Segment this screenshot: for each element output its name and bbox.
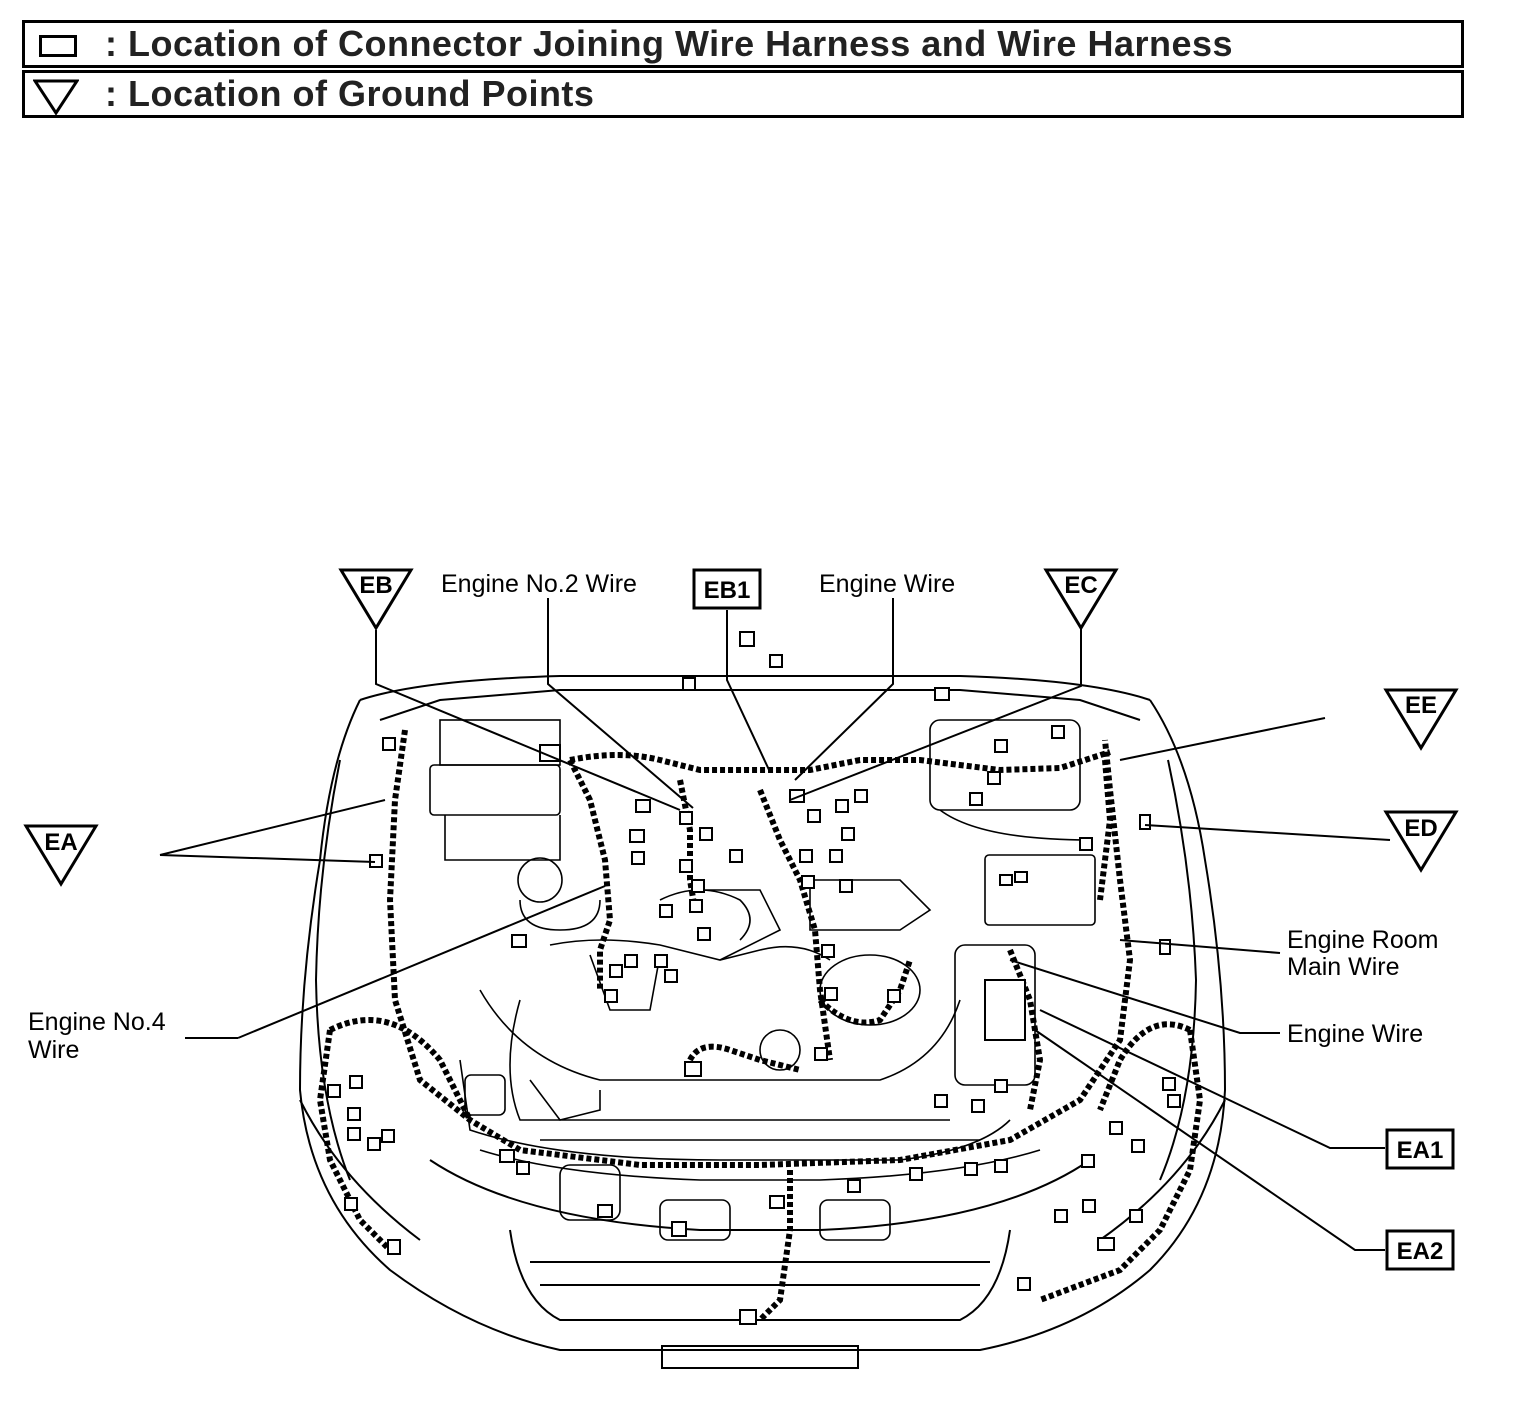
ground-triangle-ea-icon [23, 824, 99, 887]
label-engine-wire-top: Engine Wire [819, 570, 955, 598]
vehicle-body-outline [298, 675, 1227, 1369]
harness-connector-plugs [327, 631, 1181, 1325]
label-engine-no2-wire: Engine No.2 Wire [441, 570, 637, 598]
label-engine-no4-wire-2: Wire [28, 1036, 79, 1064]
legend-connector-text: : Location of Connector Joining Wire Har… [105, 23, 1234, 64]
ground-eb-label: EB [359, 572, 392, 599]
legend-ground-text: : Location of Ground Points [105, 73, 595, 114]
connector-ea2: EA2 [1385, 1229, 1455, 1271]
ground-triangle-icon [25, 73, 105, 116]
label-engine-no4-wire-1: Engine No.4 [28, 1008, 166, 1036]
connector-ea1-box [1385, 1128, 1455, 1170]
engine-components [429, 719, 1096, 1241]
ground-triangle-eb-icon [338, 568, 414, 631]
wire-harness-paths [316, 729, 1204, 1323]
ground-ee-label: EE [1405, 692, 1437, 719]
connector-eb1-box [692, 568, 762, 610]
connector-eb1-label: EB1 [704, 577, 751, 604]
ground-ed-label: ED [1404, 815, 1437, 842]
connector-box-icon [25, 23, 105, 65]
ground-ea-label: EA [44, 829, 77, 856]
legend-ground-row: : Location of Ground Points [22, 70, 1464, 118]
ground-point-ec: EC [1043, 568, 1119, 631]
ground-triangle-ee-icon [1383, 688, 1459, 751]
label-engine-room-main-wire-1: Engine Room [1287, 926, 1438, 954]
label-engine-wire-right: Engine Wire [1287, 1020, 1423, 1048]
ground-triangle-ed-icon [1383, 810, 1459, 873]
connector-ea2-box [1385, 1229, 1455, 1271]
leader-lines [159, 598, 1391, 1251]
ground-point-ed: ED [1383, 810, 1459, 873]
connector-ea1: EA1 [1385, 1128, 1455, 1170]
connector-ea1-label: EA1 [1397, 1137, 1444, 1164]
connector-eb1: EB1 [692, 568, 762, 610]
ground-point-ee: EE [1383, 688, 1459, 751]
ground-triangle-ec-icon [1043, 568, 1119, 631]
ground-ec-label: EC [1064, 572, 1097, 599]
legend-connector-row: : Location of Connector Joining Wire Har… [22, 20, 1464, 68]
label-engine-room-main-wire-2: Main Wire [1287, 953, 1400, 981]
connector-ea2-label: EA2 [1397, 1238, 1444, 1265]
ground-point-eb: EB [338, 568, 414, 631]
ground-point-ea: EA [23, 824, 99, 887]
